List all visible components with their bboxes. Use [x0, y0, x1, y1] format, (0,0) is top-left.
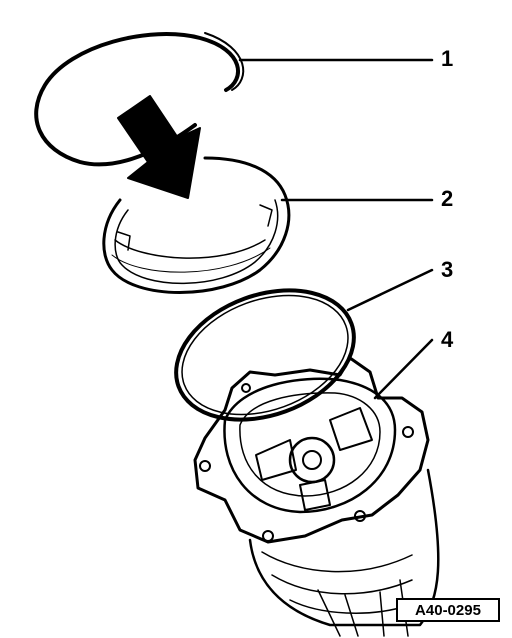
figure-code-box: A40-0295 [396, 598, 500, 622]
callout-label-2: 2 [441, 186, 454, 211]
leader-line-4 [373, 338, 434, 400]
callout-label-4: 4 [441, 327, 454, 352]
callout-label-3: 3 [441, 257, 454, 282]
o-ring-seal [174, 288, 356, 422]
retaining-ring [34, 32, 245, 167]
cover-plate [102, 156, 291, 294]
joint-housing [193, 356, 440, 637]
install-direction-arrow [117, 95, 201, 199]
leader-line-3 [346, 268, 434, 312]
callout-label-1: 1 [441, 46, 454, 71]
